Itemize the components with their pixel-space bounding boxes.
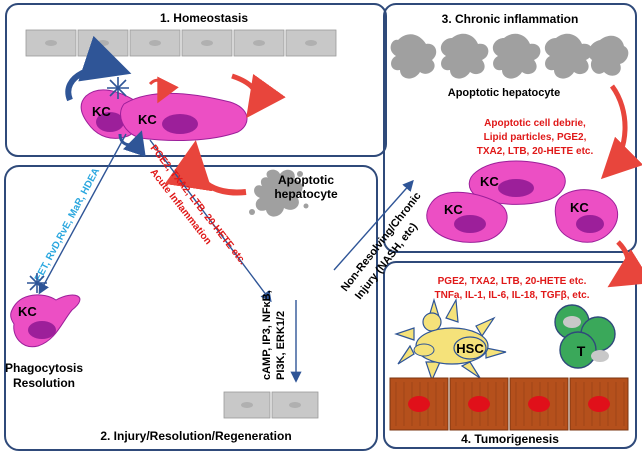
panel-chronic [383,3,637,253]
kc-nucleus [454,215,486,233]
kc-label-chronic-right: KC [570,200,589,215]
resolution-label: Resolution [13,376,75,390]
t-cell-label: T [577,343,586,359]
hsc-cell [394,297,507,382]
red-curved-arrow [231,73,286,119]
t-cell-cluster [554,304,616,369]
panel-title-homeostasis: 1. Homeostasis [160,11,248,25]
blue-arrow-to-chronic [333,179,414,271]
signaling-pathways: PI3K, ERK1/2 [275,311,287,380]
hepatocyte-row-top [25,29,337,57]
kc-cell-resolution [10,294,81,348]
panel-title-tumorigenesis: 4. Tumorigenesis [461,432,559,446]
tumor-mediators: TNFa, IL-1, IL-6, IL-18, TGFβ, etc. [434,290,589,301]
kc-nucleus [576,215,604,233]
kc-label-chronic-top: KC [480,174,499,189]
red-curved-arrow [600,84,642,180]
kc-nucleus [498,179,534,197]
chronic-mediators: Apoptotic cell debrie, [484,118,586,129]
red-curved-arrow [607,240,642,288]
hsc-label: HSC [456,341,484,356]
signaling-pathways: cAMP, IP3, NFκB, [261,290,273,380]
blue-curved-arrow [118,130,146,157]
hepatocyte-row-regenerated [223,391,319,419]
red-curved-arrow [164,140,247,196]
apoptotic-hepatocyte-label: hepatocyte [274,187,338,201]
tumor-mediators: PGE2, TXA2, LTB, 20-HETE etc. [438,276,587,287]
blue-curved-arrow [65,35,132,102]
apoptotic-hepatocyte-icon [254,169,303,217]
chronic-mediators: TXA2, LTB, 20-HETE etc. [477,146,594,157]
pro-resolving-mediators: EET, RvD,RvE, MaR, HDEA [33,166,102,283]
kc-nucleus [162,114,198,134]
panel-title-injury: 2. Injury/Resolution/Regeneration [100,429,291,443]
panel-tumorigenesis [383,261,637,449]
kc-label-chronic-left: KC [444,202,463,217]
tumor-tissue-row [389,377,629,431]
kc-nucleus [28,321,56,339]
kc-nucleus [96,112,124,132]
phagocytosis-label: Phagocytosis [5,361,83,375]
particle-icon [107,77,129,99]
chronic-mediators: Lipid particles, PGE2, [484,132,587,143]
acute-mediators: PGE2, TXA2, LTB, 20-HETE etc. [148,143,248,267]
panel-title-chronic: 3. Chronic inflammation [442,12,579,26]
kc-label-homeostasis-right: KC [138,112,157,127]
blue-arrow-to-resolution [38,133,127,295]
nonresolving-label: Non-Resolving/Chronic [339,190,424,294]
red-curved-arrow [148,76,179,104]
kc-label-resolution: KC [18,304,37,319]
apoptotic-hepatocyte-row [390,33,629,79]
apoptotic-hepatocyte-label: Apoptotic [278,173,334,187]
kc-label-homeostasis-left: KC [92,104,111,119]
apoptotic-hepatocyte-top-label: Apoptotic hepatocyte [448,87,560,99]
particle-icon [27,273,47,293]
blue-arrow-to-signaling [149,139,272,303]
